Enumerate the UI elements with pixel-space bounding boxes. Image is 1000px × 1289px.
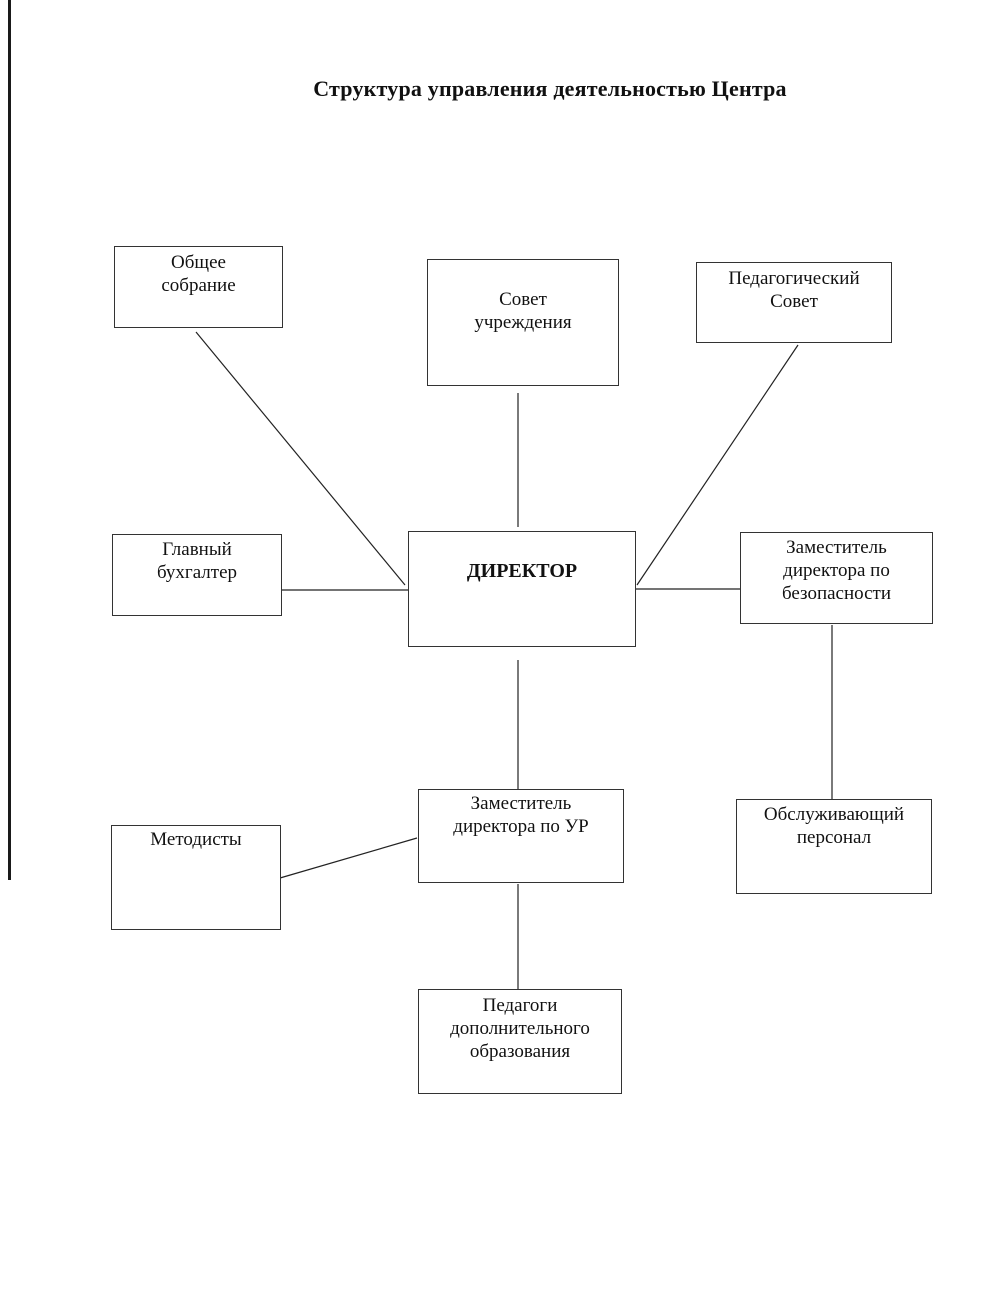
node-service-staff: Обслуживающий персонал: [736, 799, 932, 894]
node-methodologists: Методисты: [111, 825, 281, 930]
node-institution-council: Совет учреждения: [427, 259, 619, 386]
node-deputy-security: Заместитель директора по безопасности: [740, 532, 933, 624]
node-label: Общее: [171, 252, 226, 273]
node-label: Обслуживающий: [763, 804, 905, 825]
node-general-meeting: Общее собрание: [114, 246, 283, 328]
scan-edge-line: [8, 0, 11, 880]
node-label: образования: [469, 1041, 571, 1062]
node-pedagogical-council: Педагогический Совет: [696, 262, 892, 343]
node-label: Главный: [162, 539, 232, 560]
node-label: бухгалтер: [156, 562, 238, 583]
node-label: Совет: [770, 291, 818, 312]
node-label: безопасности: [781, 583, 892, 604]
edge-general-meeting-director: [195, 331, 406, 586]
node-deputy-ur: Заместитель директора по УР: [418, 789, 624, 883]
node-label: Совет: [499, 289, 547, 310]
node-label: директора по УР: [453, 816, 589, 837]
diagram-title: Структура управления деятельностью Центр…: [313, 76, 787, 101]
node-label: Методисты: [150, 829, 242, 850]
node-label: учреждения: [474, 312, 572, 333]
edge-deputy-ur-methodologists: [279, 837, 418, 879]
node-label: ДИРЕКТОР: [466, 560, 578, 582]
node-label: Педагогический: [728, 268, 860, 289]
node-label: дополнительного: [450, 1018, 590, 1039]
node-label: Заместитель: [470, 793, 572, 814]
node-teachers: Педагоги дополнительного образования: [418, 989, 622, 1094]
node-label: директора по: [783, 560, 890, 581]
node-label: персонал: [796, 827, 872, 848]
node-chief-accountant: Главный бухгалтер: [112, 534, 282, 616]
node-label: Заместитель: [786, 537, 887, 558]
node-label: Педагоги: [482, 995, 558, 1016]
node-director: ДИРЕКТОР: [408, 531, 636, 647]
edge-pedcouncil-director: [636, 344, 799, 586]
node-label: собрание: [161, 275, 236, 296]
